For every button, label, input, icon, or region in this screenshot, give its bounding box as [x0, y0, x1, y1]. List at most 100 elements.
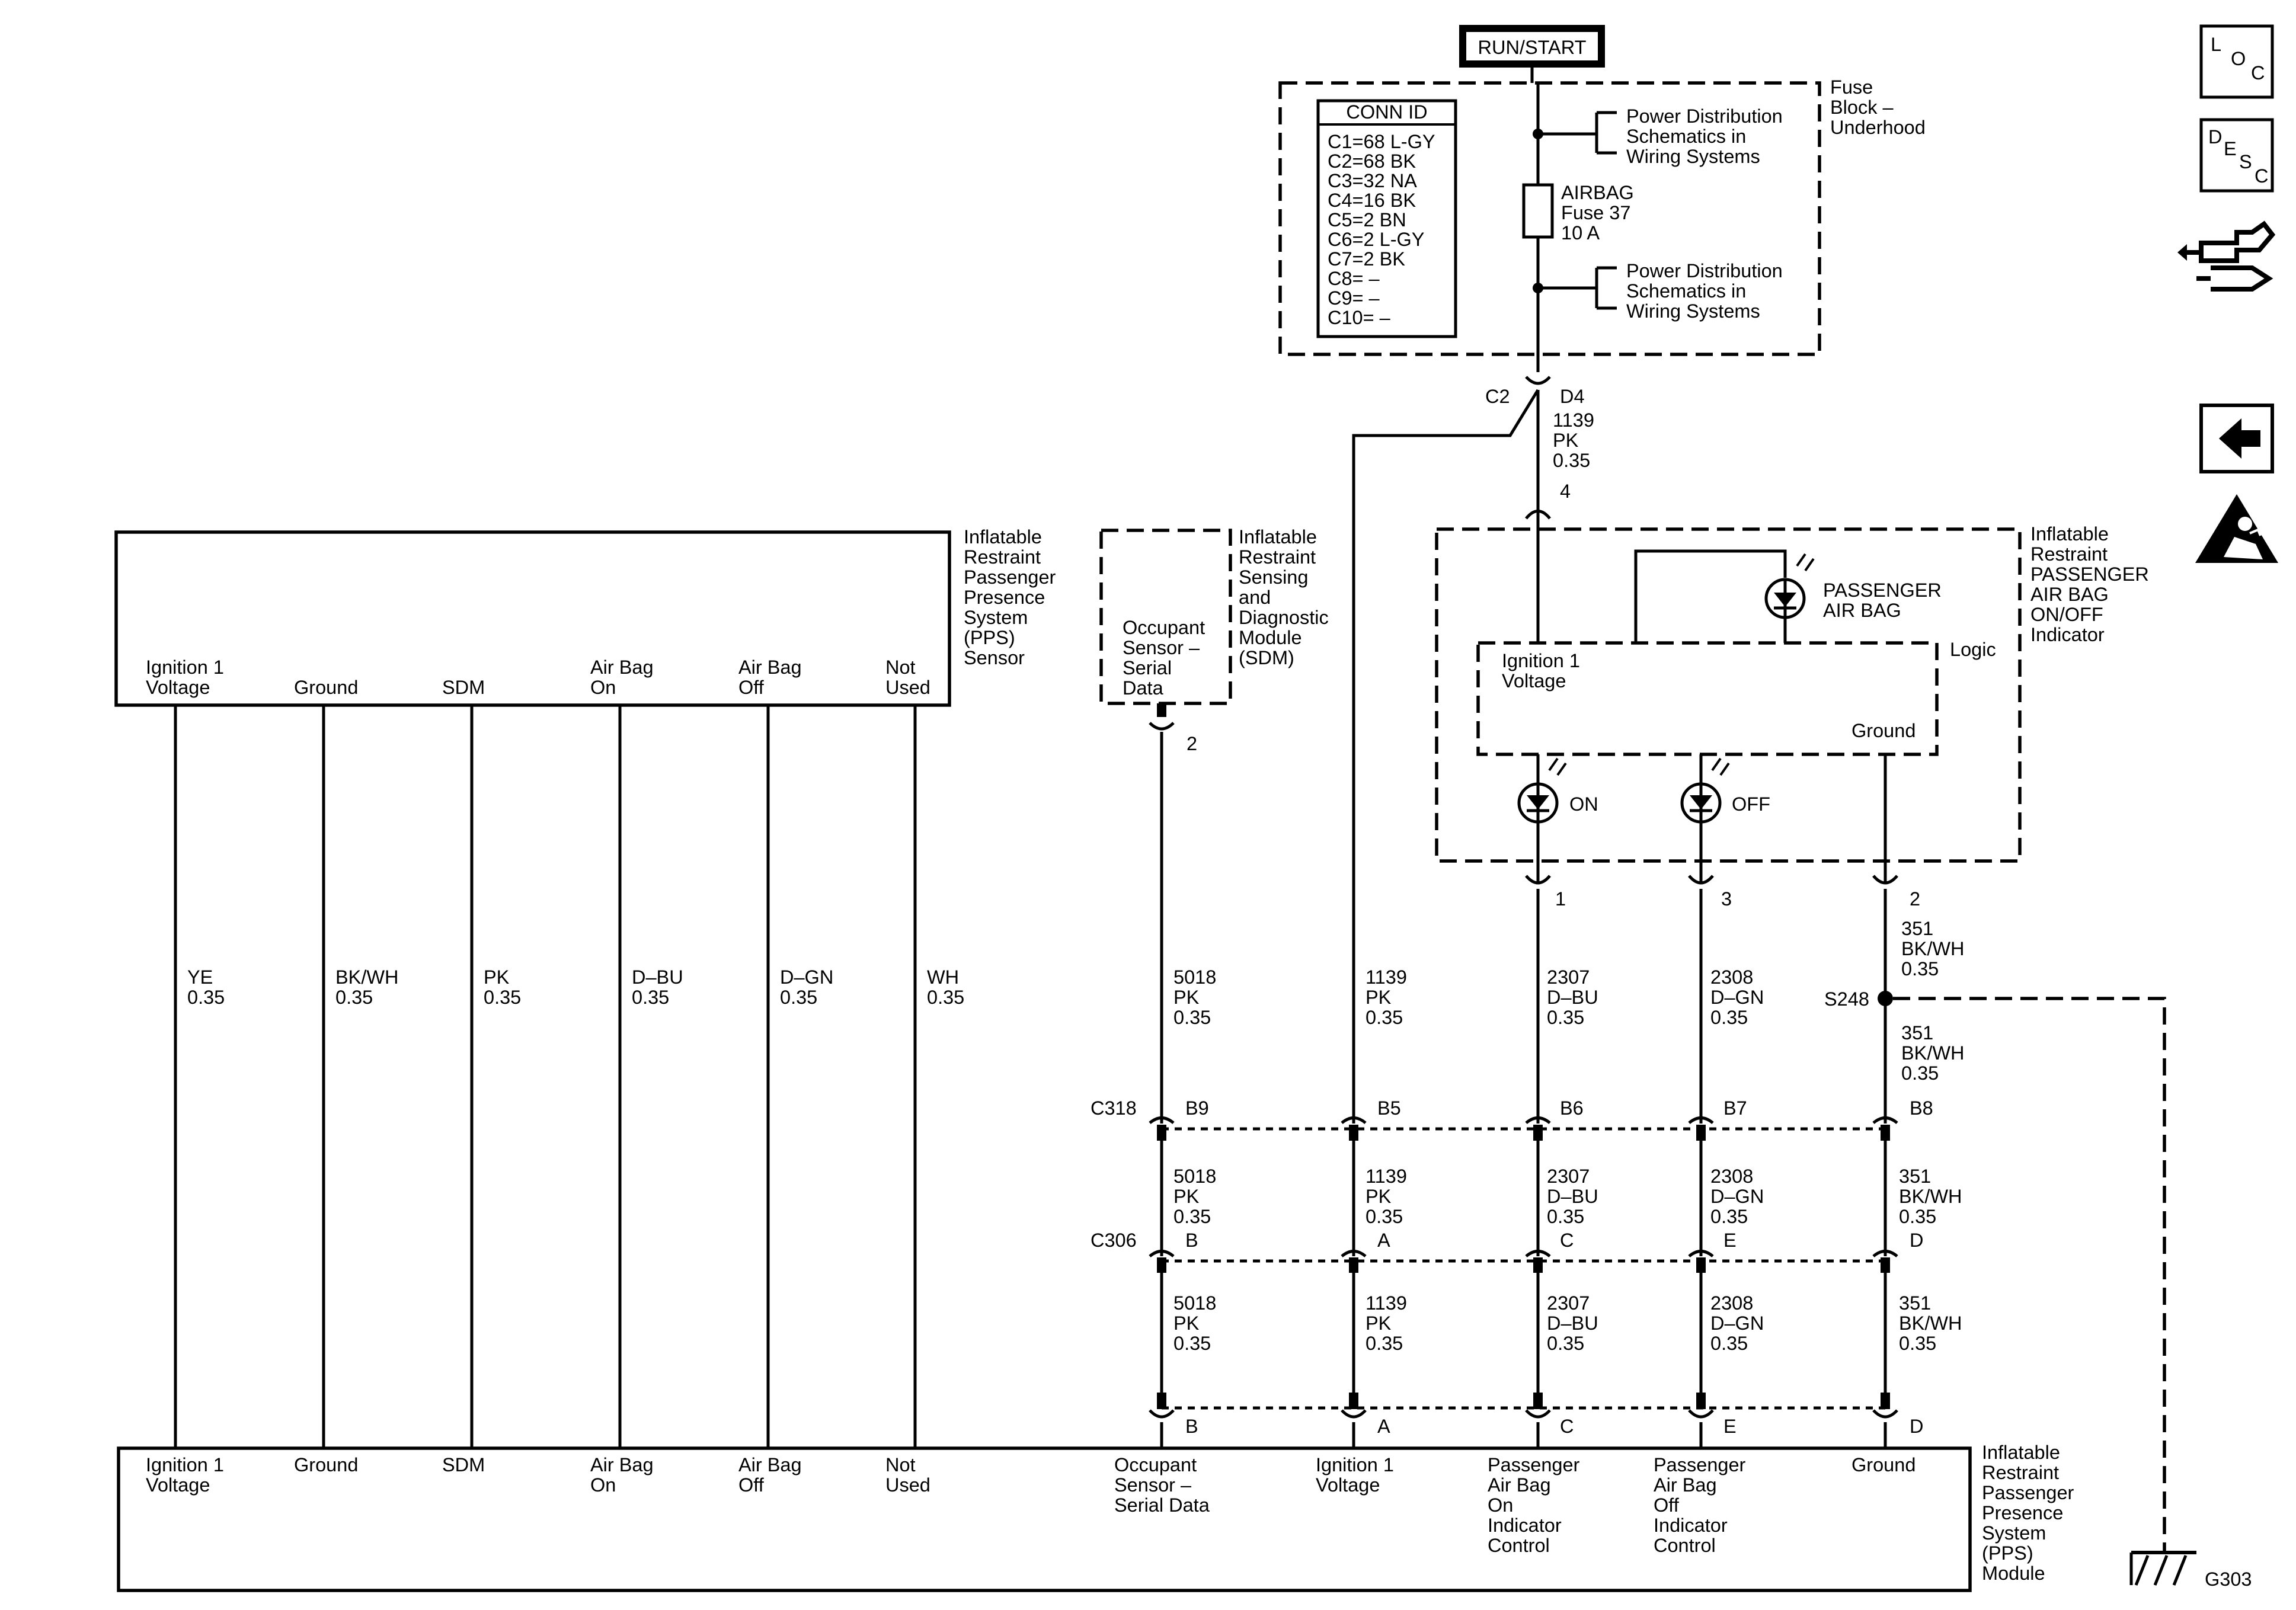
svg-text:D: D: [2208, 126, 2222, 148]
svg-text:Sensor: Sensor: [964, 647, 1025, 668]
svg-text:Block –: Block –: [1830, 97, 1894, 118]
svg-text:Indicator: Indicator: [1488, 1515, 1562, 1536]
svg-text:D: D: [1910, 1230, 1923, 1251]
svg-text:Used: Used: [885, 1474, 930, 1496]
sdm-pin-2: 2: [1149, 703, 1197, 1124]
power-distribution-ref-1: Power Distribution Schematics in Wiring …: [1533, 105, 1783, 167]
svg-text:0.35: 0.35: [1710, 1333, 1748, 1354]
indicator-ignition-label: Ignition 1 Voltage: [1502, 650, 1580, 692]
svg-text:0.35: 0.35: [1899, 1206, 1936, 1227]
svg-text:1139: 1139: [1553, 409, 1594, 431]
svg-text:Voltage: Voltage: [146, 677, 210, 698]
svg-text:Fuse 37: Fuse 37: [1561, 202, 1630, 223]
loc-icon[interactable]: L O C: [2199, 24, 2274, 99]
svg-text:PK: PK: [1366, 1313, 1392, 1334]
svg-text:PK: PK: [1173, 987, 1200, 1008]
svg-text:D–BU: D–BU: [1547, 1186, 1598, 1207]
svg-text:Not: Not: [885, 657, 916, 678]
svg-text:D–GN: D–GN: [1710, 1186, 1764, 1207]
pps-sensor-box: [114, 530, 951, 707]
svg-text:Presence: Presence: [964, 587, 1045, 608]
svg-text:Schematics in: Schematics in: [1626, 280, 1746, 302]
svg-text:0.35: 0.35: [1366, 1206, 1403, 1227]
svg-text:S: S: [2239, 151, 2252, 172]
svg-text:0.35: 0.35: [1173, 1206, 1211, 1227]
svg-text:Inflatable: Inflatable: [2030, 523, 2109, 545]
svg-text:Inflatable: Inflatable: [1239, 526, 1317, 548]
svg-text:Ground: Ground: [1851, 1454, 1916, 1475]
svg-text:0.35: 0.35: [780, 987, 817, 1008]
feed-wire-label: 1139 PK 0.35: [1553, 409, 1594, 471]
svg-text:0.35: 0.35: [1901, 958, 1939, 980]
svg-text:PASSENGER: PASSENGER: [2030, 564, 2149, 585]
svg-text:2308: 2308: [1710, 1166, 1753, 1187]
airbag-warning-icon[interactable]: [2195, 494, 2278, 563]
svg-text:C4=16 BK: C4=16 BK: [1328, 190, 1416, 211]
svg-text:Diagnostic: Diagnostic: [1239, 607, 1329, 628]
connector-c318: C318 B9 B5 B6 B7 B8: [1091, 1097, 1933, 1141]
svg-text:C7=2 BK: C7=2 BK: [1328, 248, 1405, 270]
svg-text:System: System: [1982, 1522, 2046, 1544]
svg-text:5018: 5018: [1173, 1166, 1216, 1187]
svg-text:System: System: [964, 607, 1028, 628]
svg-text:0.35: 0.35: [1366, 1333, 1403, 1354]
svg-text:ON/OFF: ON/OFF: [2030, 604, 2103, 625]
indicator-out-wires: [1536, 889, 1703, 1124]
svg-text:Underhood: Underhood: [1830, 117, 1926, 138]
svg-text:E: E: [1723, 1230, 1737, 1251]
ground-wire-1-label: 351 BK/WH 0.35: [1901, 918, 1965, 980]
svg-text:1139: 1139: [1366, 1292, 1407, 1314]
svg-text:Occupant: Occupant: [1114, 1454, 1197, 1475]
svg-text:351: 351: [1901, 918, 1933, 939]
svg-text:0.35: 0.35: [1366, 1007, 1403, 1028]
back-arrow-icon[interactable]: [2199, 404, 2274, 473]
connector-hand-icon[interactable]: [2177, 220, 2276, 292]
splice-s248-label: S248: [1824, 988, 1869, 1010]
svg-text:Serial Data: Serial Data: [1114, 1494, 1210, 1516]
svg-text:3: 3: [1721, 888, 1732, 910]
svg-text:YE: YE: [187, 966, 213, 988]
svg-text:Passenger: Passenger: [964, 566, 1056, 588]
conn-id-title: CONN ID: [1346, 101, 1427, 123]
passenger-airbag-label: PASSENGER AIR BAG: [1823, 580, 1942, 621]
svg-text:Restraint: Restraint: [1982, 1462, 2059, 1483]
svg-text:(PPS): (PPS): [964, 627, 1015, 648]
svg-text:Air Bag: Air Bag: [738, 657, 802, 678]
svg-text:0.35: 0.35: [1547, 1333, 1584, 1354]
svg-text:Air Bag: Air Bag: [1488, 1474, 1551, 1496]
svg-text:C1=68 L-GY: C1=68 L-GY: [1328, 131, 1435, 152]
svg-text:0.35: 0.35: [1553, 450, 1590, 471]
conn-id-table: CONN ID C1=68 L-GY C2=68 BK C3=32 NA C4=…: [1316, 99, 1457, 338]
svg-text:Restraint: Restraint: [964, 546, 1041, 568]
svg-text:SDM: SDM: [442, 1454, 485, 1475]
svg-text:C: C: [2255, 165, 2268, 187]
pps-sensor-name: Inflatable Restraint Passenger Presence …: [964, 526, 1056, 668]
c306-label: C306: [1091, 1230, 1137, 1251]
indicator-out-pins: 1 3 2: [1525, 875, 1920, 910]
seg3-wires: 5018 PK 0.35 1139 PK 0.35 2307 D–BU 0.35…: [1160, 1273, 1962, 1393]
svg-text:A: A: [1377, 1416, 1390, 1437]
svg-text:Sensing: Sensing: [1239, 566, 1308, 588]
ground-path-g303: [1893, 997, 2166, 1553]
c2-label: C2: [1485, 386, 1510, 407]
svg-text:351: 351: [1899, 1292, 1931, 1314]
off-lamp-icon: OFF: [1680, 754, 1770, 883]
svg-text:Voltage: Voltage: [1316, 1474, 1380, 1496]
svg-text:(SDM): (SDM): [1239, 647, 1294, 668]
indicator-name: Inflatable Restraint PASSENGER AIR BAG O…: [2030, 523, 2149, 645]
svg-text:Air Bag: Air Bag: [738, 1454, 802, 1475]
svg-text:2308: 2308: [1710, 1292, 1753, 1314]
svg-text:Inflatable: Inflatable: [1982, 1442, 2060, 1463]
svg-text:Ignition 1: Ignition 1: [146, 1454, 224, 1475]
svg-text:B: B: [1185, 1416, 1198, 1437]
desc-icon[interactable]: D E S C: [2199, 118, 2274, 193]
airbag-fuse-label: AIRBAG Fuse 37 10 A: [1561, 182, 1634, 244]
svg-text:C8= –: C8= –: [1328, 268, 1380, 289]
svg-text:0.35: 0.35: [1173, 1333, 1211, 1354]
svg-text:D–BU: D–BU: [632, 966, 683, 988]
svg-text:Ignition 1: Ignition 1: [1502, 650, 1580, 671]
svg-text:1139: 1139: [1366, 966, 1407, 988]
svg-text:Power Distribution: Power Distribution: [1626, 105, 1783, 127]
svg-text:Voltage: Voltage: [146, 1474, 210, 1496]
svg-text:Control: Control: [1488, 1535, 1550, 1556]
